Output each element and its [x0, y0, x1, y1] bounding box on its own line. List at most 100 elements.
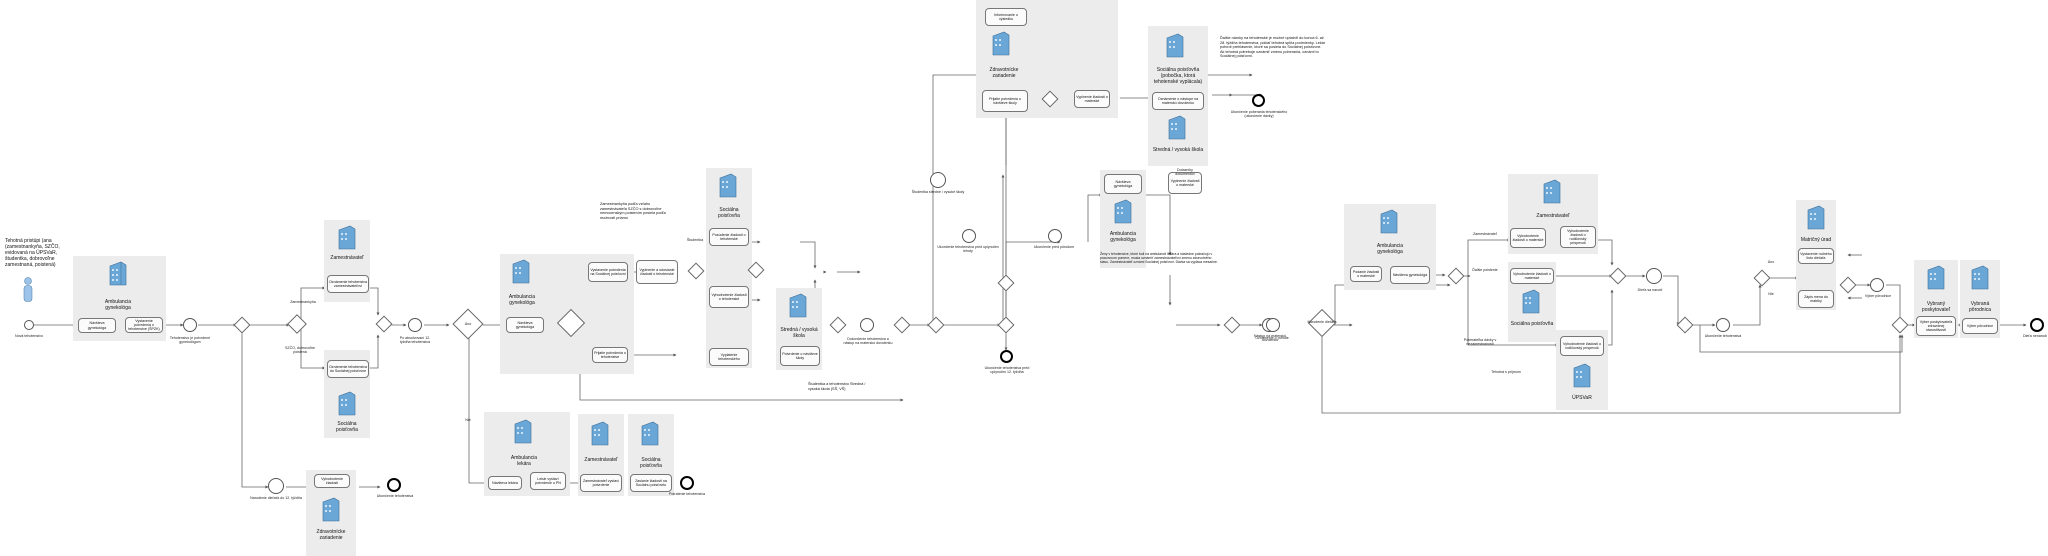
- task-potvrdenie-tehotenstva[interactable]: Vystavenie potvrdenia o tehotenstve (ŠPZ…: [125, 317, 163, 333]
- building-icon: [1112, 198, 1134, 226]
- task-navsteva-gynekologa-2[interactable]: Návšteva gynekológa: [506, 317, 544, 333]
- building-icon: [1969, 264, 1991, 292]
- lane-title: Vybraný poskytovateľ: [1921, 301, 1951, 313]
- task-vyhodnotenie-materske[interactable]: Vyhodnotenie žiadosti o materské: [1510, 228, 1546, 248]
- building-icon: [320, 496, 342, 524]
- flow-label: Nie: [1768, 292, 1774, 296]
- flow-label: Študentka: [686, 238, 704, 242]
- task-zaslanie-ziadosti[interactable]: Zaslanie žiadosti na Sociálnu poisťovňu: [630, 474, 672, 492]
- building-icon: [1520, 288, 1542, 316]
- intermediate-event: [962, 229, 976, 243]
- lane-title: Sociálna poisťovňa: [718, 207, 740, 219]
- lane-title: ÚPSVaR: [1572, 395, 1592, 401]
- building-icon: [639, 420, 661, 448]
- flow-label: Dieťa sa narodí: [1637, 288, 1663, 292]
- end-event: [680, 476, 694, 490]
- task-vyber-poskytovatela[interactable]: Výber poskytovateľa zdravotnej starostli…: [1916, 316, 1956, 336]
- task-oznamenie-nastup-materska[interactable]: Oznámenie o nástupe na materskú dovolenk…: [1152, 92, 1204, 110]
- intermediate-event: [1716, 318, 1730, 332]
- flow-label: Nástup na materskú dovolenku: [1253, 334, 1287, 343]
- task-vyhodnotenie-ziadosti[interactable]: Vyhodnotenie žiadosti o tehotenské: [709, 286, 749, 308]
- building-icon: [512, 418, 534, 446]
- flow-label: Narodenie dieťaťa do 12. týždňa: [250, 496, 302, 500]
- lane-title: Ambulancia gynekológa: [1109, 231, 1137, 243]
- task-lekar-vystavi-pn[interactable]: Lekár vystaví potvrdenie o PN: [530, 472, 566, 490]
- task-upsvar-vyhodnotenie[interactable]: Vyhodnotenie žiadosti o rodičovský prísp…: [1560, 336, 1604, 356]
- intermediate-event: [183, 318, 197, 332]
- flow-label: Zamestnankyňa: [290, 300, 316, 304]
- task-vyplatenie-tehotenskeho[interactable]: Vyplatenie tehotenského: [709, 348, 749, 366]
- lane-title: Zdravotnícke zariadenie: [989, 67, 1019, 79]
- building-icon: [510, 258, 532, 286]
- task-informovanie[interactable]: Informovanie o výsledku: [985, 8, 1027, 26]
- flow-label: Áno: [1767, 260, 1775, 264]
- building-icon: [1541, 178, 1563, 206]
- annotation: Zamestnankyňa podľa vzťahu zamestnávateľ…: [600, 202, 666, 220]
- building-icon: [589, 420, 611, 448]
- flow-label: Potratenie tehotenstva: [669, 492, 705, 496]
- task-prijatie-potvrdenia-skoly[interactable]: Prijatie potvrdenia o návšteve školy: [982, 90, 1028, 112]
- task-podanie-ziadosti-materske[interactable]: Podanie žiadosti o materské: [1350, 266, 1382, 282]
- task-posudenie-ziadosti[interactable]: Posúdenie žiadosti o tehotenské: [709, 228, 749, 246]
- lane-title: Sociálna poisťovňa (pobočka, ktorá tehot…: [1153, 67, 1203, 85]
- end-event: [387, 478, 401, 492]
- flow-label: Poberateľka dávky v nezamestnanosti: [1463, 338, 1497, 347]
- task-zapis-do-matriky[interactable]: Zápis mena do matriky: [1798, 290, 1834, 308]
- task-vyber-porodnice[interactable]: Výber pôrodnice: [1962, 318, 1998, 334]
- start-event-label: Nová tehotenstvo: [15, 334, 43, 338]
- task-vyplnenie-ziadosti-materske-2[interactable]: Vyplnenie žiadosti o materské: [1168, 172, 1202, 194]
- building-icon: [336, 390, 358, 418]
- lane-title: Vybraná pôrodnica: [1969, 301, 1991, 313]
- lane-title: Sociálna poisťovňa: [640, 457, 662, 469]
- flow-label: Tehotná s príjmom: [1491, 370, 1521, 374]
- building-icon: [107, 260, 129, 288]
- flow-label: Ukončenie tehotenstva: [376, 494, 414, 498]
- flow-label: Výber pôrodnice: [1864, 294, 1892, 298]
- end-event: [1252, 94, 1265, 107]
- task-potvrdenie-o-navsteve-skoly[interactable]: Potvrdenie o návšteve školy: [780, 346, 820, 366]
- intermediate-event: [1266, 318, 1280, 332]
- flow-label: SZČO, dobrovoľne poistená: [285, 346, 316, 355]
- annotation: Ďalšie nároky na tehotenské je možné upl…: [1220, 36, 1326, 59]
- intermediate-event: [268, 478, 284, 494]
- task-vyhodnotenie-soc-poist[interactable]: Vyhodnotenie žiadosti o materské: [1510, 268, 1554, 284]
- task-oznamenie-soc-poistovni[interactable]: Oznámenie tehotenstva do Sociálnej poisť…: [327, 360, 369, 378]
- task-oznamenie-zamestnavatelovi[interactable]: Oznámenie tehotenstva zamestnávateľovi: [327, 275, 369, 293]
- task-prijatie-potvrdenia[interactable]: Prijatie potvrdenia o tehotenstve: [592, 347, 628, 363]
- annotation: Študentka a tehotenstvo Stredná / vysoká…: [808, 382, 866, 391]
- flow-label: Po absolvovaní 12. týždňa tehotenstva: [399, 336, 431, 345]
- flow-label: Nie: [465, 418, 471, 422]
- flow-label: Ukončenie tehotenstva pred uplynutím 12.…: [984, 366, 1030, 375]
- flow-label: Áno: [464, 322, 472, 326]
- end-event: [1000, 350, 1013, 363]
- annotation: Ženy v tehotenstve, ktoré boli na ambula…: [1100, 252, 1218, 265]
- task-navsteva-lekara[interactable]: Návšteva lekára: [488, 476, 522, 490]
- task-navsteva-gynekologa[interactable]: Návšteva gynekológa: [78, 318, 116, 333]
- building-icon: [990, 30, 1012, 58]
- task-vystavenie-rodneho-listu[interactable]: Vystavenie rodného listu dieťaťa: [1798, 248, 1834, 264]
- building-icon: [1571, 362, 1593, 390]
- start-event[interactable]: [24, 320, 34, 330]
- task-navsteva-gyn-right[interactable]: Návšteva gynekológa: [1390, 266, 1430, 284]
- flow-label: Ukončenie tehotenstva pred uplynutím leh…: [937, 245, 999, 254]
- building-icon: [336, 224, 358, 252]
- task-zamestnavatel-vystavi-potvrdenie[interactable]: Zamestnávateľ vystaví potvrdenie: [580, 474, 622, 492]
- task-vyhodnotenie-rodicovsky[interactable]: Vyhodnotenie žiadosti o rodičovský prísp…: [1560, 226, 1596, 248]
- flow-label: Tehotenstvo je potvrdené gynekológom: [169, 336, 211, 345]
- lane-title: Ambulancia lekára: [510, 455, 538, 467]
- intermediate-event: [408, 318, 422, 332]
- task-vyplnenie-ziadosti[interactable]: Vyplnenie a odoslanie žiadosti o tehoten…: [636, 260, 678, 284]
- task-vyhodnotenie-ziadosti-bottom[interactable]: Vyhodnotenie žiadosti: [314, 474, 350, 488]
- flow-label: Ukončenie tehotenstva: [1704, 334, 1742, 338]
- flow-label: Ukončenie poberania tehotenského (ukonče…: [1230, 110, 1288, 119]
- lane-title: Sociálna poisťovňa: [336, 421, 358, 433]
- lane-title: Stredná / vysoká škola: [780, 327, 818, 339]
- task-vyplnenie-ziadosti-materske[interactable]: Vyplnenie žiadosti o materské: [1074, 90, 1110, 108]
- task-navsteva-gynekologa-3[interactable]: Návšteva gynekológa: [1104, 174, 1142, 194]
- task-vystavenie-potvrdenia[interactable]: Vystavenie potvrdenia na Sociálnej poisť…: [588, 262, 628, 282]
- flow-label: Ukončenie pred pôrodom: [1033, 245, 1075, 249]
- building-icon: [787, 292, 809, 320]
- lane-title: Zamestnávateľ: [584, 457, 618, 463]
